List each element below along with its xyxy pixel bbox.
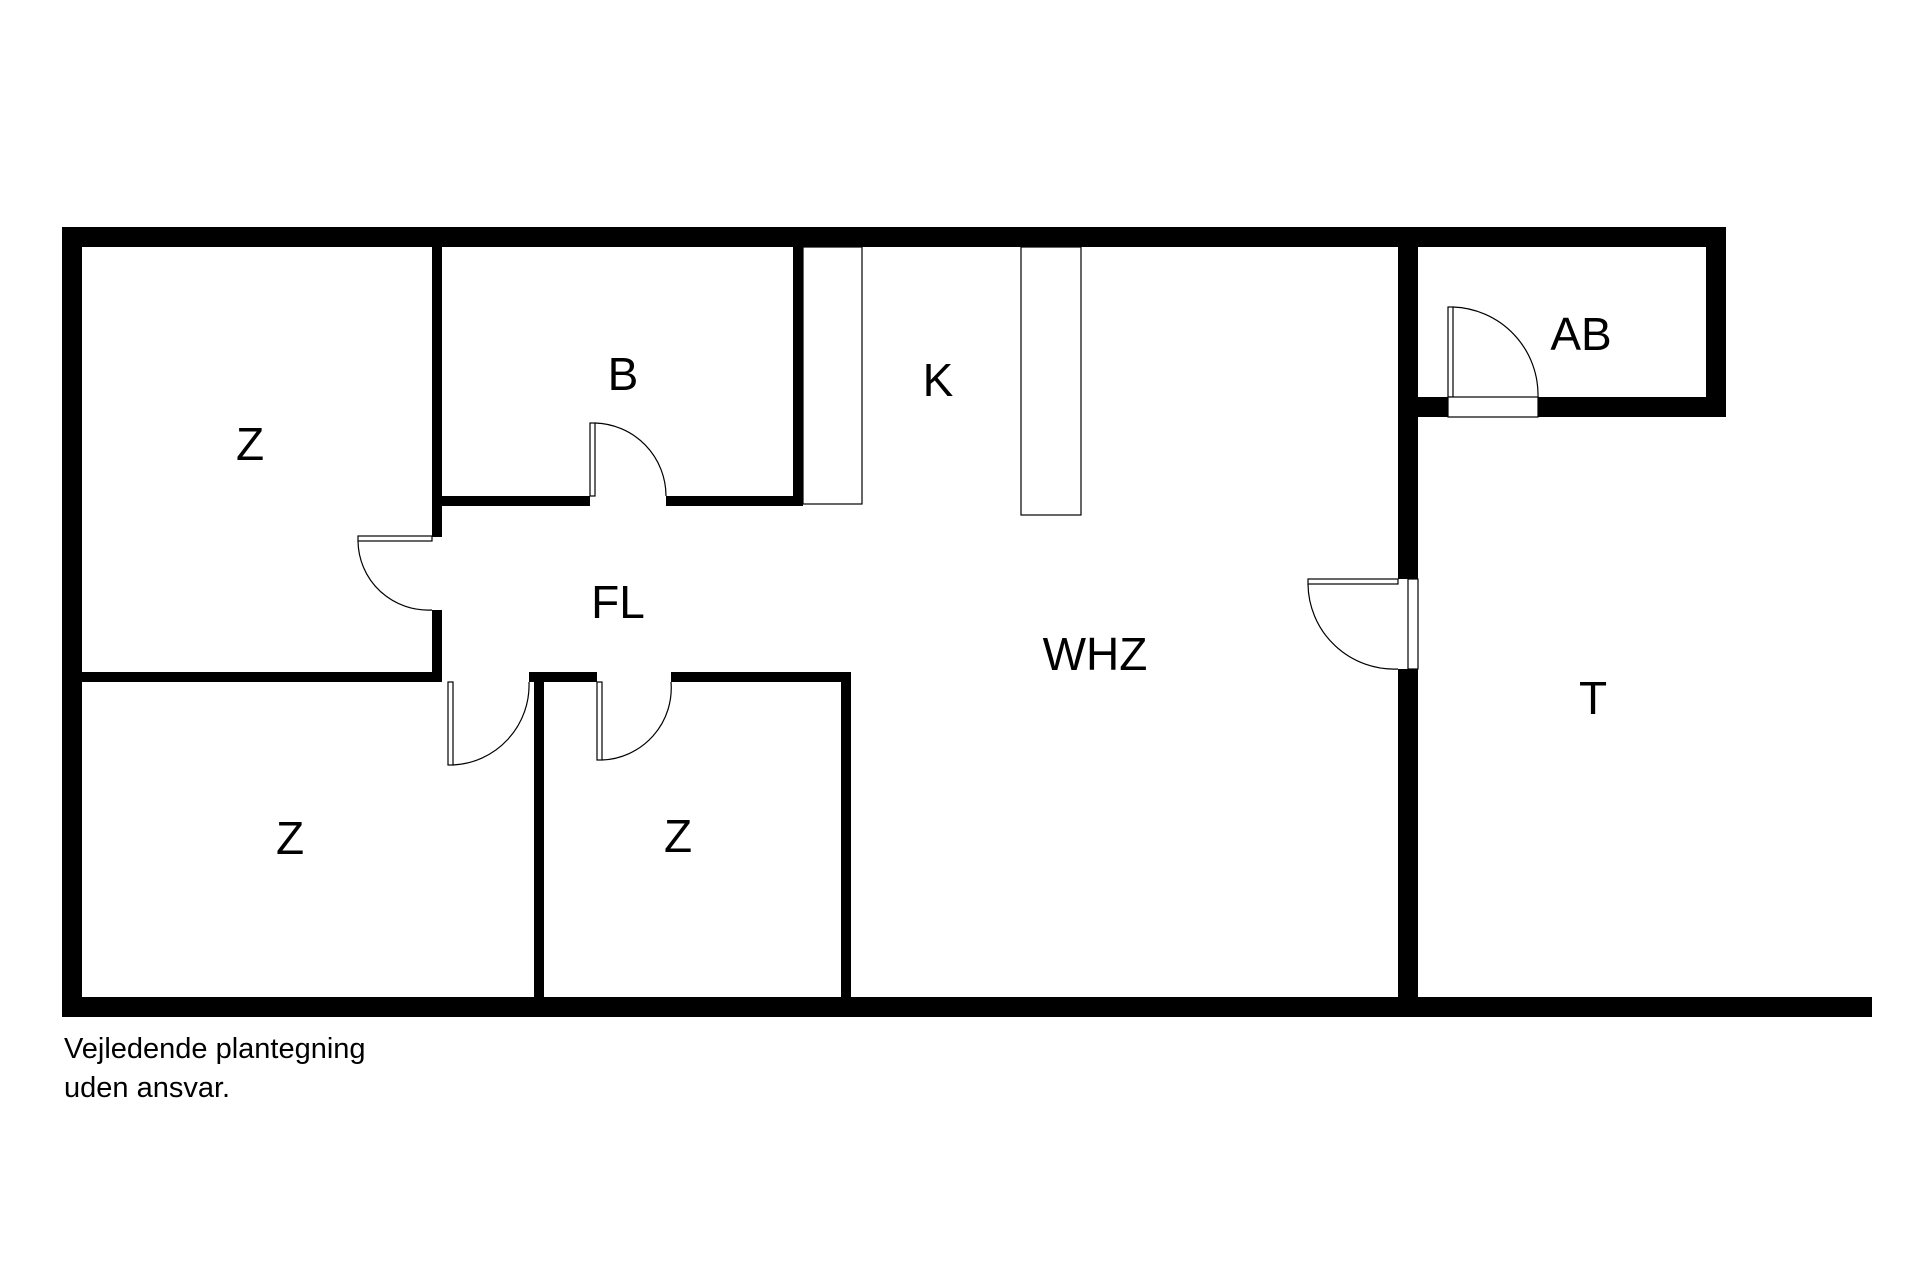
room-label-terrace: T: [1579, 672, 1607, 724]
disclaimer-note: Vejledende plantegning uden ansvar.: [64, 1030, 366, 1108]
room-label-hall: FL: [591, 576, 645, 628]
interior-walls: [82, 247, 1418, 997]
disclaimer-line-2: uden ansvar.: [64, 1072, 231, 1104]
wall-bathroom-bottom-left: [442, 496, 590, 506]
wall-utility-bottom-right: [1538, 397, 1726, 417]
kitchen-island: [1020, 246, 1082, 516]
wall-living-terrace-lower: [1398, 669, 1418, 997]
wall-bathroom-bottom-right: [666, 496, 803, 506]
door-utility-frame: [1447, 396, 1539, 418]
wall-bedroom-middle-top-left: [529, 672, 597, 682]
door-utility-swing: [1452, 306, 1539, 398]
wall-bathroom-right: [793, 247, 803, 506]
exterior-walls: [62, 227, 1872, 1017]
kitchen-counters: [802, 246, 1082, 516]
door-bedroom-bottom-middle-leaf: [596, 681, 603, 761]
door-terrace-frame: [1407, 578, 1419, 670]
room-label-kitchen: K: [923, 354, 954, 406]
kitchen-counter-left: [802, 246, 863, 505]
door-terrace-swing: [1307, 583, 1399, 670]
wall-bedrooms-divider: [82, 672, 442, 682]
wall-bedroom-bottom-left-top: [82, 672, 92, 682]
door-terrace-leaf: [1307, 578, 1399, 585]
door-bathroom-swing: [594, 422, 667, 497]
door-utility-leaf: [1447, 306, 1454, 398]
door-bedroom-top-left-swing: [357, 540, 433, 611]
door-bathroom-leaf: [589, 422, 596, 497]
door-bedroom-bottom-middle-swing: [601, 681, 672, 761]
wall-bedroom-middle-left: [534, 672, 544, 997]
room-label-bedroom-bottom-left: Z: [276, 812, 304, 864]
room-label-bedroom-bottom-middle: Z: [664, 810, 692, 862]
wall-living-terrace-upper: [1398, 247, 1418, 579]
disclaimer-line-1: Vejledende plantegning: [64, 1033, 366, 1065]
wall-left: [62, 227, 82, 1017]
door-bedroom-top-left-leaf: [357, 535, 433, 542]
door-bedroom-bottom-left-leaf: [447, 681, 454, 766]
wall-bedroom-hall-lower: [432, 610, 442, 682]
room-label-living-room: WHZ: [1043, 628, 1148, 680]
doors: [357, 306, 1539, 766]
wall-bedroom-middle-right: [841, 672, 851, 997]
wall-bedroom-bathroom: [432, 247, 442, 537]
wall-top: [62, 227, 1726, 247]
room-label-bedroom-top-left: Z: [236, 418, 264, 470]
wall-bottom: [62, 997, 1872, 1017]
room-label-bathroom: B: [608, 348, 639, 400]
wall-bedroom-middle-top-right: [671, 672, 851, 682]
door-bedroom-bottom-left-swing: [452, 681, 530, 766]
room-labels: Z B K AB FL WHZ T Z Z: [236, 308, 1612, 864]
room-label-utility: AB: [1550, 308, 1611, 360]
wall-utility-right: [1706, 227, 1726, 417]
